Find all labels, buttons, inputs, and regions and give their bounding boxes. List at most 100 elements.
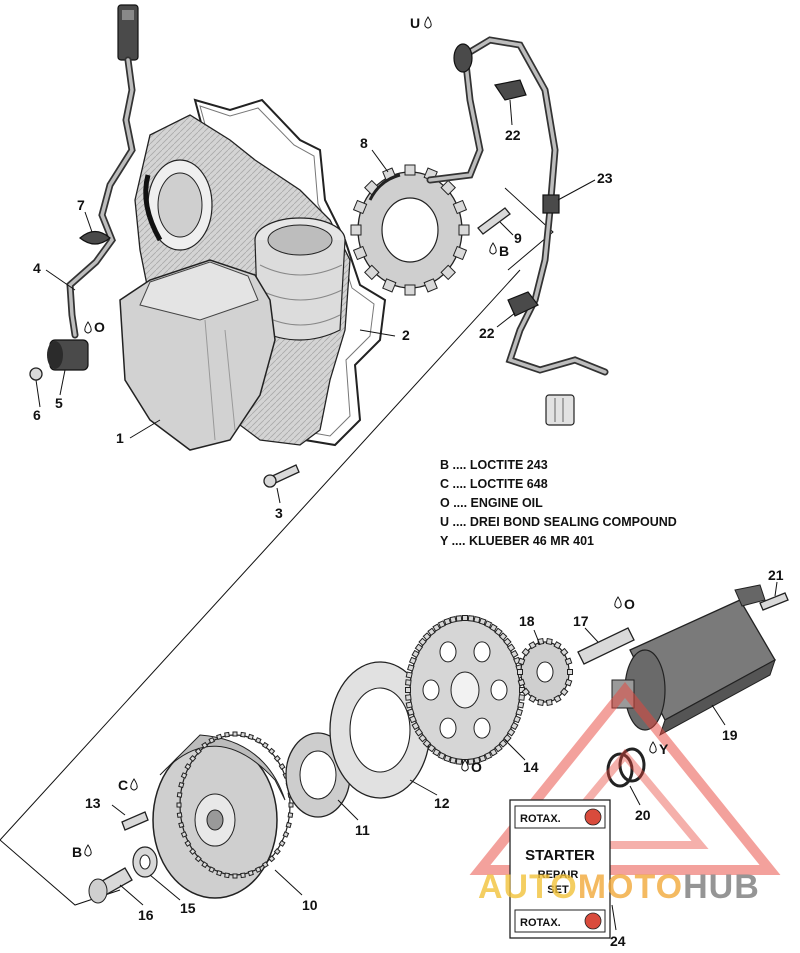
gear-tooth [510,649,519,659]
gear-tooth [208,737,216,744]
gear-tooth [521,687,531,697]
gear-tooth [418,637,427,647]
callout-1: 1 [116,430,124,446]
gear-tooth [506,728,516,737]
drop-icon [489,242,497,255]
callout-9: 9 [514,230,522,246]
callout-22-upper: 22 [505,127,521,143]
callout-3: 3 [275,505,283,521]
gear-hole [490,679,508,701]
legend-row-y: Y .... KLUEBER 46 MR 401 [440,534,594,548]
assembly-frame-line [504,187,554,271]
sprag-ring-part-12 [329,661,431,799]
gear-tooth [432,748,441,757]
gear-tooth [201,741,209,749]
callouts: 1 2 3 4 5 6 7 8 9 10 11 12 13 14 15 16 1… [33,127,784,949]
gear-tooth [194,855,202,863]
gear-tooth [545,699,553,706]
gear-tooth [498,632,508,641]
gear-tooth [458,224,470,236]
clip-part-7 [79,230,111,245]
callout-21: 21 [768,567,784,583]
gear-tooth [462,615,468,621]
gear-tooth [449,616,457,624]
gear-tooth [455,615,463,622]
callout-7: 7 [77,197,85,213]
marker-u-wire: U [410,15,432,31]
gear-tooth [285,821,292,829]
marker-b-part-9: B [489,242,509,259]
gear-tooth [443,617,452,626]
gear-tooth [224,872,230,879]
callout-24: 24 [610,933,626,949]
gear-tooth [178,781,185,789]
gear-tooth [513,715,522,724]
kit-badge-icon [584,912,602,930]
gear-tooth [405,679,412,686]
gear-tooth [455,758,463,765]
callout-11: 11 [355,822,370,838]
gear-tooth [208,866,216,873]
gear-tooth [440,264,456,281]
kit-title: STARTER [525,847,595,864]
gear-tooth [517,657,526,666]
kit-subtitle-1: REPAIR [538,869,579,881]
starter-gear-part-14 [405,615,525,765]
gear-tooth [484,620,493,629]
stator-part-8 [350,164,470,296]
gear-tooth [452,199,468,215]
screw-part-9 [477,207,511,235]
callout-15: 15 [180,900,196,916]
svg-text:U: U [410,15,420,31]
magneto-cover-part-1 [119,259,276,451]
gear-tooth [287,812,294,818]
gear-tooth [405,694,412,701]
gear-tooth [288,802,294,808]
gear-tooth [545,638,553,645]
starter-motor-part-19 [611,584,776,737]
gear-tooth [521,647,531,657]
gear-tooth [408,656,417,665]
washer-part-15 [132,846,158,878]
svg-text:B: B [72,844,82,860]
gear-tooth [564,657,573,666]
gear-hole [439,717,457,739]
callout-19: 19 [722,727,738,743]
gear-hole [473,641,491,663]
gear-tooth [261,741,269,749]
svg-text:O: O [94,319,105,335]
svg-text:O: O [624,596,635,612]
watermark-part-c: HUB [683,868,760,906]
callout-22-lower: 22 [479,325,495,341]
gear-tooth [352,245,368,261]
flywheel-part-10 [152,731,294,899]
gear-tooth [484,751,493,760]
drop-icon [461,759,469,772]
legend-row-o: O .... ENGINE OIL [440,496,543,510]
gear-tooth [478,754,487,763]
gear-tooth [414,643,424,652]
gear-tooth [254,866,262,873]
gear-tooth [559,647,569,657]
marker-o-part-17: O [614,596,635,612]
gear-tooth [278,763,286,771]
gear-tooth [254,737,262,744]
drop-icon [130,778,138,791]
gear-tooth [517,669,523,675]
gear-tooth [216,733,223,741]
sensor-part-5 [47,339,89,371]
svg-text:C: C [118,777,128,793]
callout-18: 18 [519,613,535,629]
gear-tooth [408,715,417,724]
gear-tooth [564,678,573,687]
gear-tooth [224,731,230,738]
gear-hole [422,679,440,701]
callout-17: 17 [573,613,589,629]
gear-tooth [240,872,246,879]
clip-part-22-lower [507,291,539,317]
gear-tooth [404,284,416,296]
svg-text:Y: Y [659,741,669,757]
callout-2: 2 [402,327,410,343]
